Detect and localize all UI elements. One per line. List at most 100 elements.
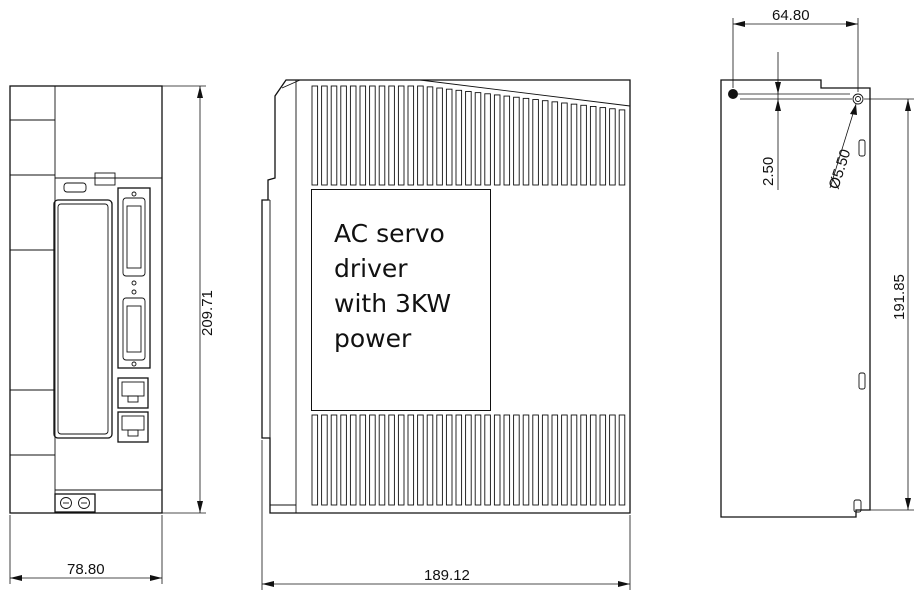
terminal-screw-2 [78,497,90,509]
dim-left-width: 78.80 [67,561,105,578]
terminal-screw-1 [60,497,72,509]
fin [407,85,415,186]
fin [340,414,347,506]
fin [330,414,338,506]
fin [609,108,616,186]
fin [580,414,587,506]
right-view-outline [720,79,871,518]
fin [513,96,520,186]
fin [455,89,463,186]
dim-right-hole: Ø5.50 [826,147,855,191]
fin [407,414,415,506]
dim-middle-width: 189.12 [424,567,470,584]
middle-view-outline [261,79,631,514]
dim-left-height: 209.71 [199,290,216,336]
fin [417,85,424,186]
mounting-slot-1 [858,139,866,157]
fin [311,414,319,506]
cn-connector-upper [122,197,146,277]
mounting-slot-3 [853,499,862,513]
fin [551,101,559,186]
label-line-4: power [334,324,412,353]
cooling-fins-top [311,85,626,186]
right-view: 64.80 2.50 Ø5.50 191.85 [720,7,914,518]
fin [541,100,549,186]
indicator-led [63,182,87,193]
fin [465,414,472,506]
left-view-heatsink [9,85,56,514]
fin [599,107,607,186]
fin [599,414,607,506]
label-line-1: AC servo [334,219,445,248]
fin [484,93,491,186]
fin [455,414,463,506]
fin [445,414,453,506]
mounting-hole-left [728,89,738,99]
fin [474,92,482,186]
fin [388,85,395,186]
fin [426,414,434,506]
fin [580,104,587,186]
fin [311,85,319,186]
fin [349,85,357,186]
fin [570,414,578,506]
fin [445,88,453,186]
dim-right-offset: 2.50 [760,157,777,186]
fin [349,414,357,506]
middle-view: 189.12 [261,79,631,590]
fin [589,105,597,186]
fin [321,414,328,506]
dim-right-spacing: 64.80 [772,7,810,24]
fin [484,414,491,506]
fin [465,91,472,186]
left-view-body [9,85,163,514]
fin [541,414,549,506]
fin [561,102,568,186]
fin [330,85,338,186]
fin [513,414,520,506]
fin [589,414,597,506]
fin [417,414,424,506]
fin [359,414,367,506]
fin [618,109,626,186]
top-tab [94,172,116,186]
fin [397,85,405,186]
fin [551,414,559,506]
mounting-slot-2 [858,372,866,390]
fin [493,94,501,186]
rj45-port-2 [117,411,149,443]
display-window [53,199,113,439]
fin [436,414,443,506]
mounting-hole-right [852,93,864,105]
fin [426,86,434,186]
terminal-block [54,493,96,513]
fin [378,414,386,506]
connector-panel [117,187,151,369]
cooling-fins-bottom [311,414,626,506]
fin [359,85,367,186]
fin [474,414,482,506]
fin [436,87,443,186]
fin [522,414,530,506]
fin [369,85,376,186]
fin [561,414,568,506]
fin [493,414,501,506]
fin [397,414,405,506]
dim-right-height: 191.85 [891,274,908,320]
fin [503,414,511,506]
cn-connector-lower [122,297,146,361]
label-line-2: driver [334,254,408,283]
fin [503,95,511,186]
fin [532,99,539,186]
product-label: AC servo driver with 3KW power [311,189,491,411]
fin [532,414,539,506]
fin [522,97,530,186]
fin [388,414,395,506]
label-line-3: with 3KW [334,289,452,318]
fin [609,414,616,506]
fin [321,85,328,186]
fin [340,85,347,186]
fin [378,85,386,186]
rj45-port-1 [117,377,149,409]
